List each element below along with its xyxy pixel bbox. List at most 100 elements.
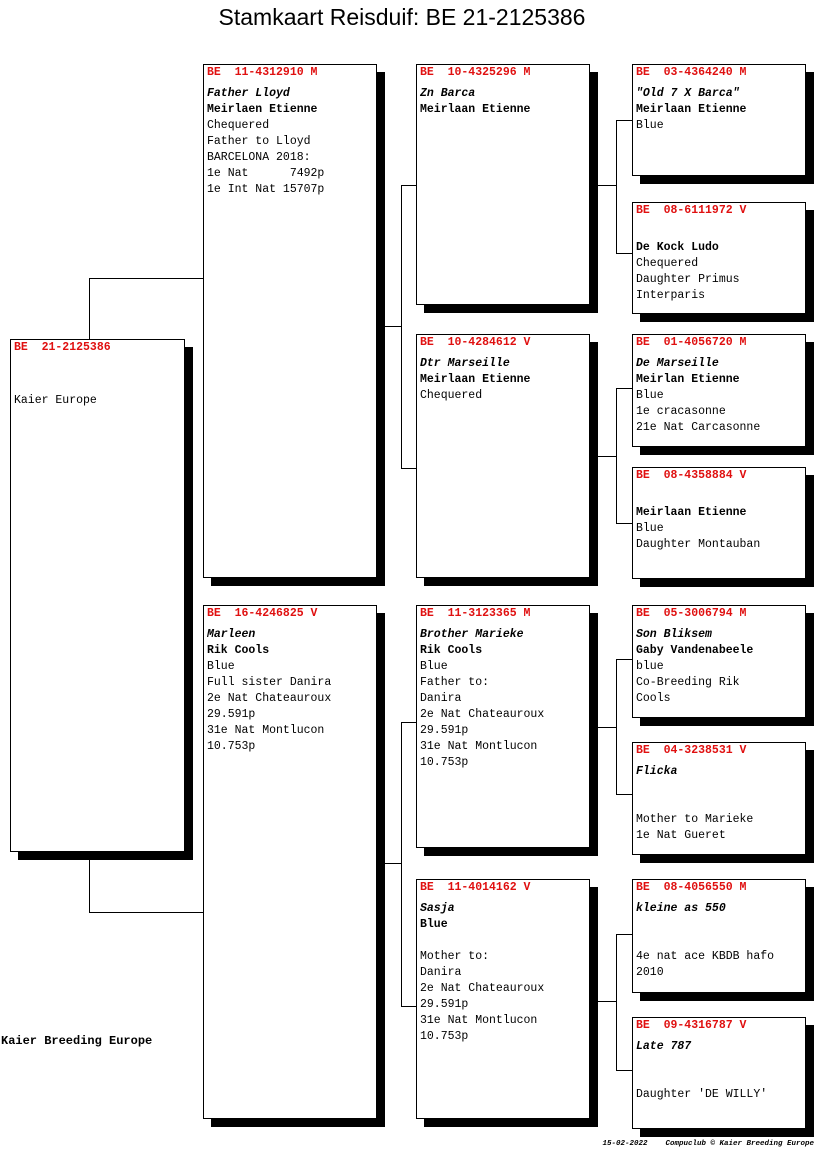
info-line: Full sister Danira (207, 676, 332, 689)
connector-mfm (616, 794, 632, 795)
connector-mother-parents (384, 863, 401, 864)
ring-number: BE 05-3006794 M (636, 607, 747, 620)
info-line: 10.753p (207, 740, 256, 753)
connector-mmm (616, 1070, 632, 1071)
connector-father-parents (384, 326, 401, 327)
info-line: 31e Nat Montlucon (420, 1014, 538, 1027)
info-line: Mother to Marieke (636, 813, 754, 826)
connector-fmm (616, 523, 632, 524)
ring-number: BE 01-4056720 M (636, 336, 747, 349)
info-line: 10.753p (420, 1030, 469, 1043)
ring-number: BE 09-4316787 V (636, 1019, 747, 1032)
info-line: Daughter Primus (636, 273, 740, 286)
info-line: Danira (420, 692, 462, 705)
info-line: 31e Nat Montlucon (420, 740, 538, 753)
info-line: Blue (207, 660, 235, 673)
copyright-credit: Compuclub © Kaier Breeding Europe (665, 1140, 814, 1148)
info-line: 1e Nat Gueret (636, 829, 726, 842)
info-line: Kaier Europe (14, 394, 97, 407)
pigeon-name: Flicka (636, 765, 678, 778)
info-line: blue (636, 660, 664, 673)
breeder-name: Meirlaan Etienne (636, 506, 747, 519)
pigeon-name (14, 361, 182, 377)
info-line (636, 933, 803, 949)
breeder-name: Meirlaan Etienne (420, 103, 531, 116)
breeder-name: Meirlan Etienne (636, 373, 740, 386)
info-line (420, 933, 587, 949)
pigeon-name: Late 787 (636, 1040, 692, 1053)
info-line: 1e Nat 7492p (207, 167, 325, 180)
connector-fm (401, 468, 417, 469)
connector-mf-parents (597, 727, 616, 728)
pigeon-name: "Old 7 X Barca" (636, 87, 740, 100)
connector-fm-parents-bar (616, 388, 617, 524)
connector-mother (89, 912, 204, 913)
connector-subject-mother (89, 852, 90, 913)
breeder-name: Rik Cools (420, 644, 483, 657)
pigeon-name: Father Lloyd (207, 87, 290, 100)
connector-father (89, 278, 204, 279)
connector-fm-parents (597, 456, 616, 457)
pigeon-card-fff: BE 03-4364240 M"Old 7 X Barca"Meirlaan E… (632, 64, 806, 176)
info-line: Father to Lloyd (207, 135, 311, 148)
info-line: 2e Nat Chateauroux (420, 708, 545, 721)
ring-number: BE 10-4325296 M (420, 66, 531, 79)
info-line: BARCELONA 2018: (207, 151, 311, 164)
info-line (636, 1071, 803, 1087)
connector-mm-parents (597, 1001, 616, 1002)
connector-mff (616, 659, 632, 660)
ring-number: BE 11-3123365 M (420, 607, 531, 620)
connector-ff (401, 185, 417, 186)
pigeon-name: Zn Barca (420, 87, 476, 100)
info-line: Blue (420, 660, 448, 673)
info-line: 1e Int Nat 15707p (207, 183, 325, 196)
info-line: 21e Nat Carcasonne (636, 421, 761, 434)
print-footer: 15-02-2022 Compuclub © Kaier Breeding Eu… (602, 1140, 814, 1148)
breeder-name: Gaby Vandenabeele (636, 644, 754, 657)
info-line: Daughter 'DE WILLY' (636, 1088, 768, 1101)
connector-mmf (616, 934, 632, 935)
breeder-name: De Kock Ludo (636, 241, 719, 254)
ring-number: BE 08-6111972 V (636, 204, 747, 217)
info-line (636, 796, 803, 812)
info-line: Interparis (636, 289, 706, 302)
breeder-footer: Kaier Breeding Europe (1, 1034, 153, 1048)
pigeon-name: Dtr Marseille (420, 357, 510, 370)
ring-number: BE 16-4246825 V (207, 607, 318, 620)
breeder-name: Blue (420, 918, 448, 931)
ring-number: BE 11-4014162 V (420, 881, 531, 894)
connector-mf-parents-bar (616, 659, 617, 795)
ring-number: BE 21-2125386 (14, 341, 111, 354)
ring-number: BE 10-4284612 V (420, 336, 531, 349)
connector-mf (401, 722, 417, 723)
connector-mother-parents-bar (401, 722, 402, 1007)
connector-ff-parents-bar (616, 120, 617, 254)
pigeon-name: kleine as 550 (636, 902, 726, 915)
connector-ff-parents (597, 185, 616, 186)
breeder-name (14, 377, 182, 393)
info-line: 2e Nat Chateauroux (420, 982, 545, 995)
breeder-name: Meirlaan Etienne (636, 103, 747, 116)
connector-mm (401, 1006, 417, 1007)
info-line: 2010 (636, 966, 664, 979)
info-line: Blue (636, 522, 664, 535)
info-line: Daughter Montauban (636, 538, 761, 551)
info-line: 2e Nat Chateauroux (207, 692, 332, 705)
ring-number: BE 08-4358884 V (636, 469, 747, 482)
pigeon-name (636, 224, 803, 240)
connector-mm-parents-bar (616, 934, 617, 1071)
info-line: 31e Nat Montlucon (207, 724, 325, 737)
info-line: Danira (420, 966, 462, 979)
connector-father-parents-bar (401, 185, 402, 469)
info-line: 1e cracasonne (636, 405, 726, 418)
